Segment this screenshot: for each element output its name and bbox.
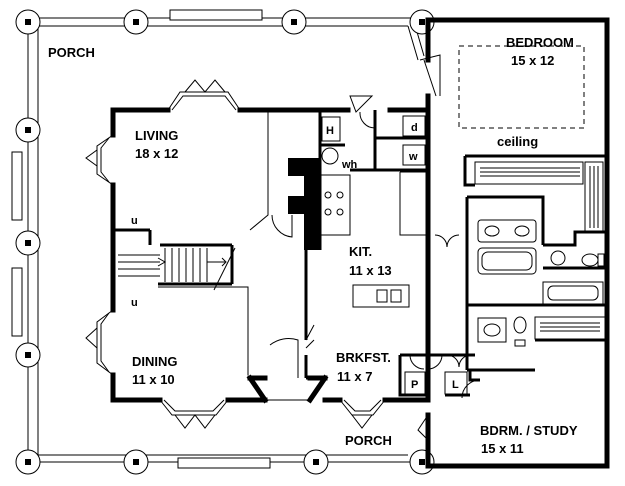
doors — [269, 54, 481, 441]
linen-box — [444, 371, 468, 395]
bedroom-label: BEDROOM — [506, 35, 574, 50]
breakfast-size: 11 x 7 — [337, 369, 372, 384]
toilet-icon — [581, 253, 599, 267]
fixture-boxes — [321, 115, 468, 395]
linen-letter: L — [452, 379, 459, 391]
sink-icon — [390, 289, 402, 303]
kitchen-label: KIT. — [349, 244, 372, 259]
dining-size: 11 x 10 — [132, 372, 175, 387]
stair-up-label-lower: u — [131, 297, 138, 309]
column — [15, 9, 41, 35]
water-heater-label: wh — [341, 159, 358, 171]
breakfast-label: BRKFST. — [336, 350, 391, 365]
washer-box — [402, 144, 426, 166]
sink-icon — [514, 225, 530, 237]
stove-burner-icon — [336, 191, 344, 199]
column — [15, 230, 41, 256]
washer-letter: w — [408, 151, 418, 163]
living-size: 18 x 12 — [135, 146, 178, 161]
column — [15, 117, 41, 143]
bath-fixtures — [477, 219, 605, 347]
porch-bottom-label: PORCH — [345, 433, 392, 448]
stove-burner-icon — [324, 191, 332, 199]
shower-icon — [542, 281, 604, 305]
toilet-icon — [513, 316, 527, 334]
water-heater-icon — [321, 147, 339, 165]
bay-windows — [85, 79, 386, 429]
main-house-walls — [110, 107, 431, 404]
column — [15, 449, 41, 475]
heater-letter: H — [326, 125, 334, 137]
stove-burner-icon — [336, 208, 344, 216]
porch-columns — [15, 9, 435, 475]
stove-burner-icon — [324, 208, 332, 216]
living-label: LIVING — [135, 128, 178, 143]
bathtub-icon — [477, 247, 537, 275]
dining-label: DINING — [132, 354, 178, 369]
heater-box — [321, 116, 341, 142]
dryer-letter: d — [411, 122, 418, 134]
porch-label: PORCH — [48, 45, 95, 60]
study-size: 15 x 11 — [481, 441, 524, 456]
pantry-box — [404, 371, 426, 395]
sink-icon — [483, 323, 501, 337]
dryer-box — [402, 115, 426, 137]
column — [123, 9, 149, 35]
interior-walls — [113, 110, 475, 397]
bedroom-wing-walls — [425, 17, 610, 469]
column — [123, 449, 149, 475]
kitchen-size: 11 x 13 — [349, 263, 392, 278]
sink-icon — [376, 289, 388, 303]
sink-icon — [484, 225, 500, 237]
pantry-letter: P — [411, 379, 418, 391]
ceiling-label: ceiling — [497, 134, 538, 149]
bedroom-size: 15 x 12 — [511, 53, 554, 68]
bedroom-ceiling-outline — [458, 45, 585, 129]
column — [15, 342, 41, 368]
column — [303, 449, 329, 475]
sink-icon — [550, 250, 566, 266]
study-label: BDRM. / STUDY — [480, 423, 578, 438]
porch-outline — [11, 9, 425, 469]
stair-up-label: u — [131, 215, 138, 227]
column — [281, 9, 307, 35]
